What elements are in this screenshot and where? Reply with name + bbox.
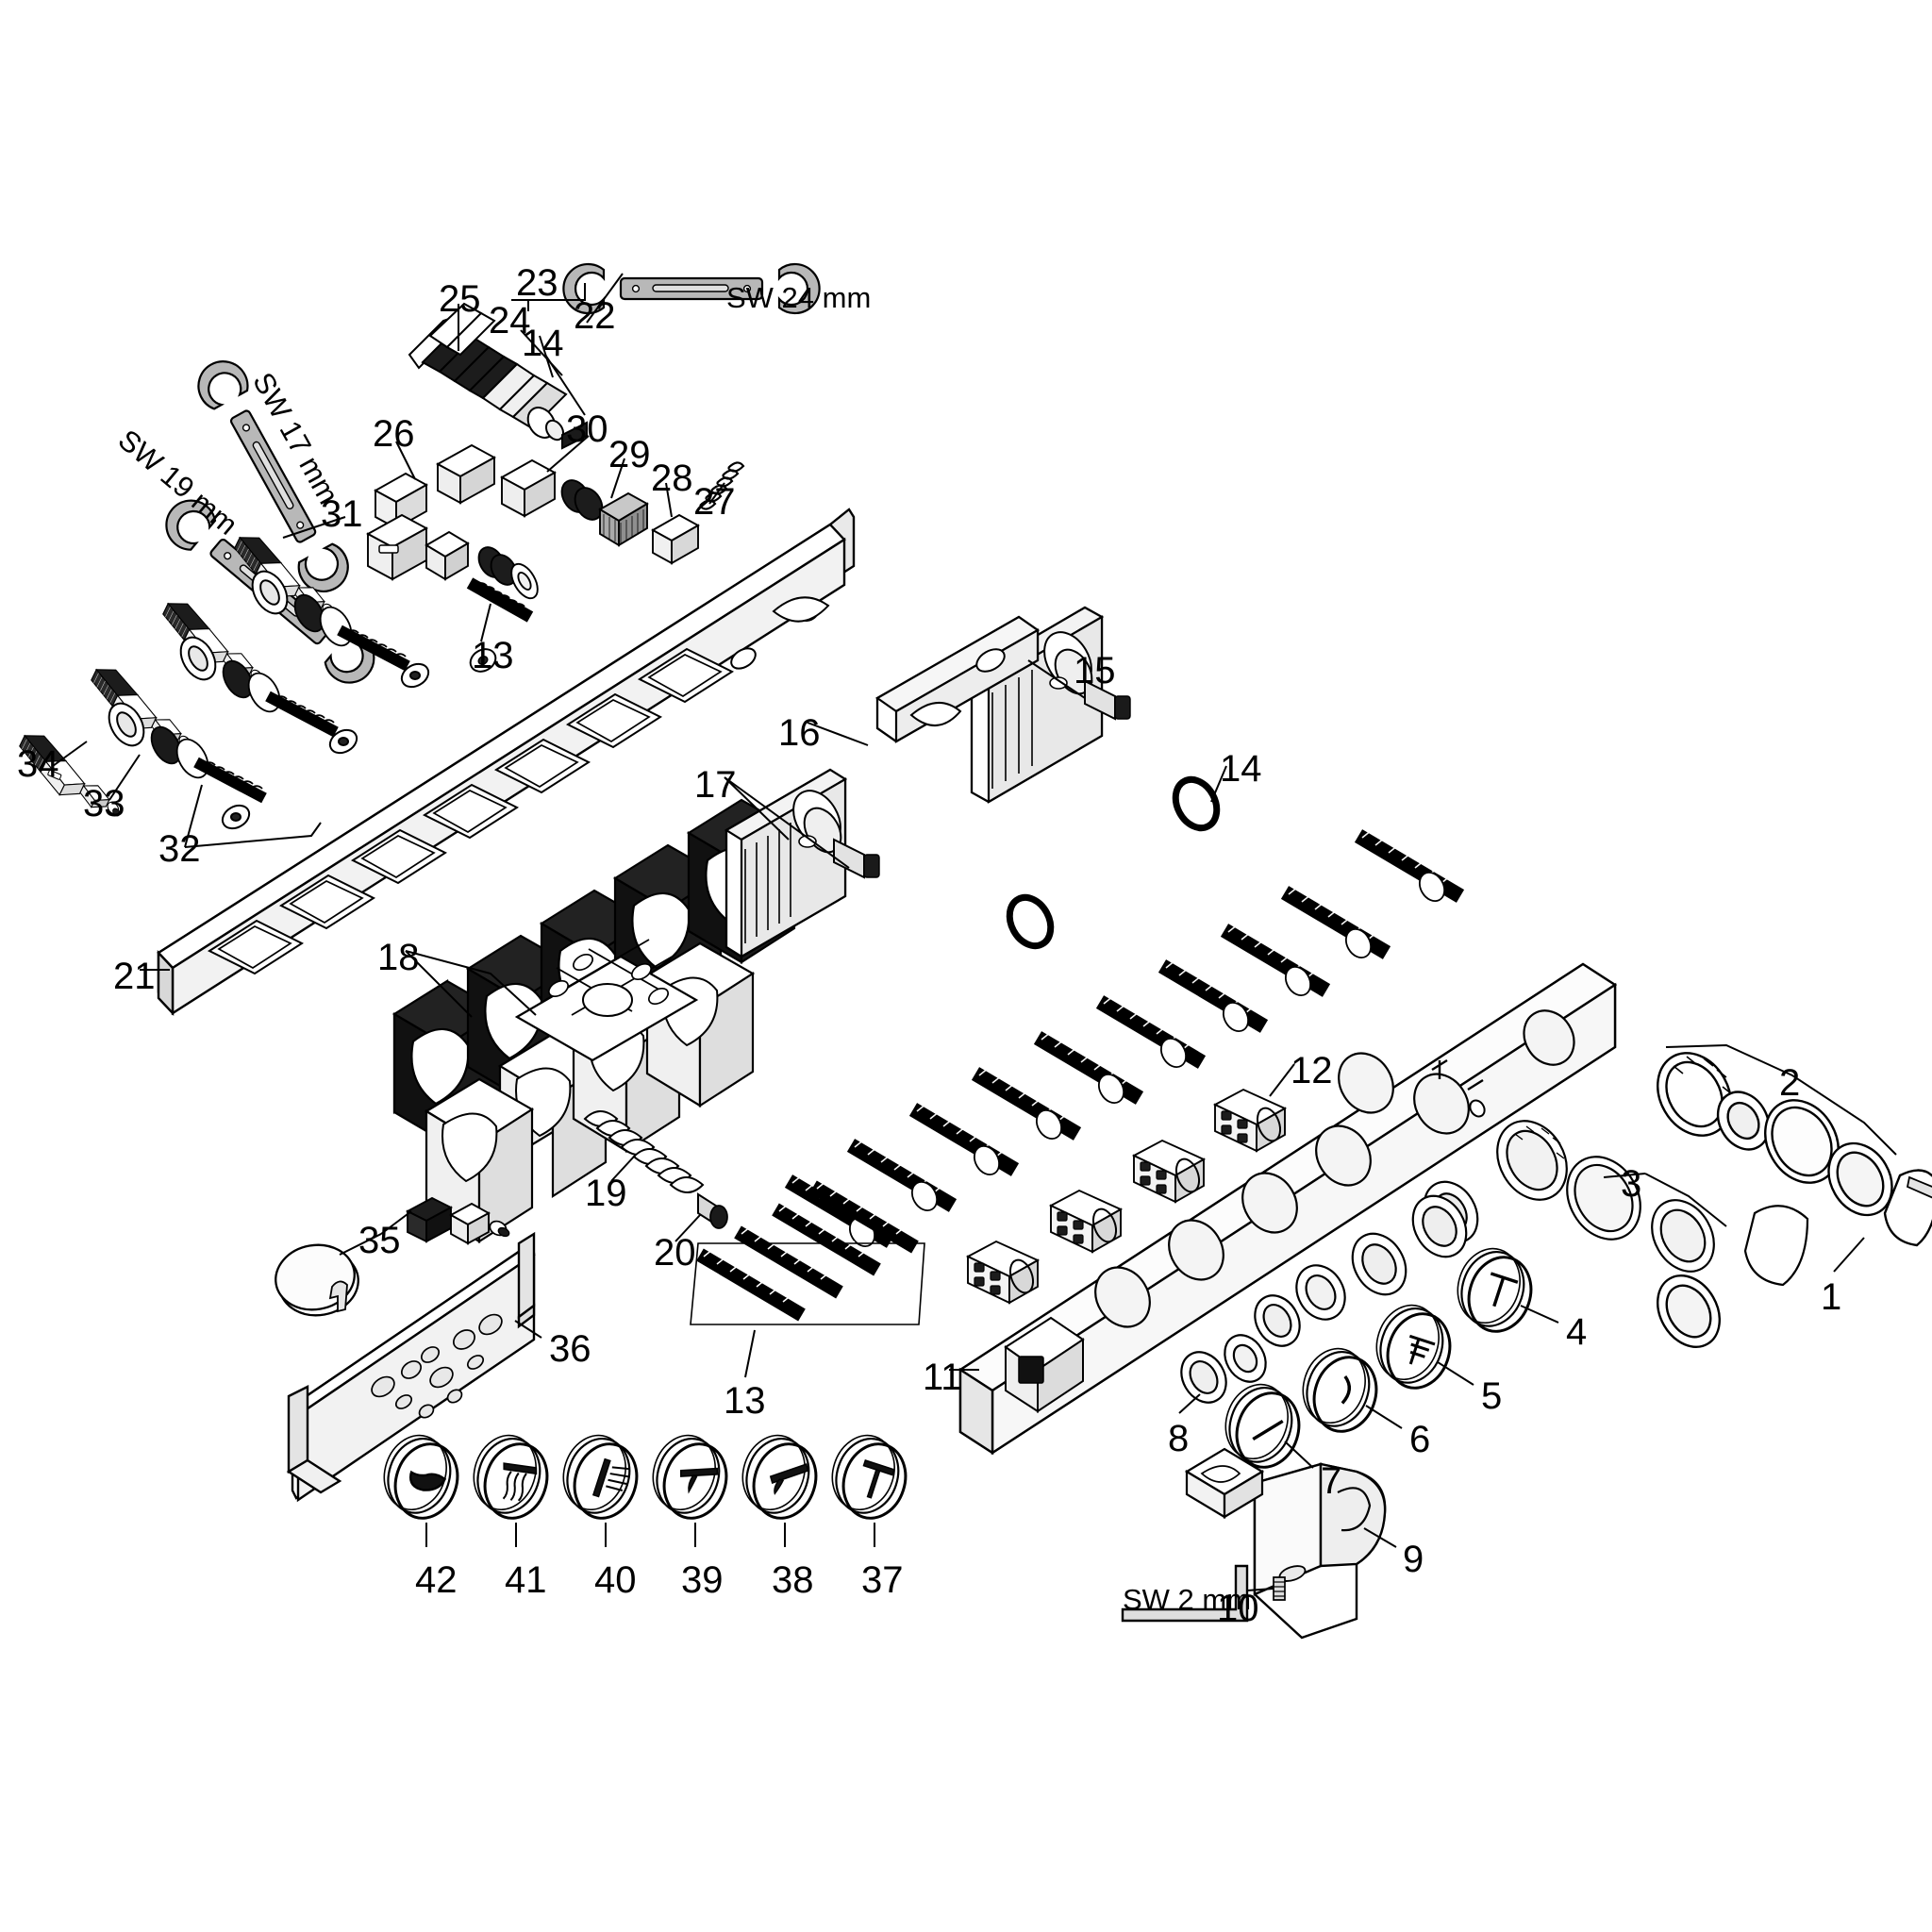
leader-lines — [52, 273, 1897, 1591]
callout-10: 10 — [1217, 1588, 1259, 1629]
cartridge-35 — [405, 1196, 510, 1245]
callout-25: 25 — [439, 278, 481, 320]
callout-8: 8 — [1168, 1418, 1190, 1459]
callout-15: 15 — [1074, 650, 1116, 691]
shower-holder-9 — [1253, 1462, 1387, 1640]
oring-14a — [1168, 773, 1225, 835]
callout-22: 22 — [574, 295, 616, 337]
callout-41: 41 — [505, 1559, 547, 1601]
callout-39: 39 — [681, 1559, 724, 1601]
callout-13-upper: 13 — [472, 635, 514, 676]
callout-42: 42 — [415, 1559, 458, 1601]
thermostatic-cartridge-25 — [408, 302, 588, 450]
callout-32: 32 — [158, 828, 201, 870]
callout-14-lower: 14 — [1220, 748, 1262, 790]
callout-20: 20 — [654, 1232, 696, 1274]
callout-30: 30 — [566, 408, 608, 450]
callout-7: 7 — [1321, 1460, 1342, 1502]
tool-label-sw24: SW 24 mm — [726, 281, 872, 314]
handle-parts — [1180, 1120, 1809, 1477]
callout-38: 38 — [772, 1559, 814, 1601]
tool-label-sw2: SW 2 mm — [1123, 1583, 1252, 1616]
callout-11: 11 — [923, 1357, 962, 1398]
allen-key-sw2-icon — [1121, 1564, 1249, 1623]
callout-2: 2 — [1779, 1062, 1801, 1104]
shut-off-valve-stack — [7, 529, 430, 830]
handle-escutcheon-set — [1657, 1052, 1932, 1348]
mounting-screws-13 — [690, 829, 1465, 1325]
callout-9: 9 — [1403, 1539, 1424, 1580]
callout-26: 26 — [373, 413, 415, 455]
callout-33: 33 — [83, 783, 125, 824]
escutcheon-plates — [391, 606, 1131, 1244]
callout-5: 5 — [1481, 1375, 1503, 1417]
flex-hose-19 — [583, 1110, 728, 1229]
front-panel-11 — [958, 962, 1618, 1456]
oring-14b — [1002, 891, 1059, 953]
callout-36: 36 — [549, 1328, 591, 1370]
callout-27: 27 — [693, 481, 736, 523]
callout-17: 17 — [694, 764, 737, 806]
callout-18: 18 — [377, 937, 420, 978]
button-caps-row — [373, 1425, 917, 1528]
callout-14-upper: 14 — [522, 323, 564, 364]
callout-28: 28 — [651, 458, 693, 499]
callout-3: 3 — [1621, 1163, 1642, 1205]
callout-1: 1 — [1821, 1276, 1842, 1318]
lock-disc-35 — [275, 1243, 359, 1317]
callout-4: 4 — [1566, 1311, 1588, 1353]
square-gasket — [1184, 1447, 1265, 1519]
callout-19: 19 — [585, 1173, 627, 1214]
callout-21: 21 — [113, 956, 156, 997]
callout-13-lower: 13 — [724, 1380, 766, 1422]
callout-37: 37 — [861, 1559, 904, 1601]
callout-12: 12 — [1291, 1050, 1333, 1091]
callout-16: 16 — [778, 712, 821, 754]
callout-35: 35 — [358, 1220, 401, 1261]
valve-cartridge-stack — [366, 443, 745, 673]
mounting-frame-21 — [157, 508, 856, 1017]
callout-40: 40 — [594, 1559, 637, 1601]
callout-31: 31 — [321, 493, 363, 535]
callout-23: 23 — [516, 262, 558, 304]
support-bracket-36 — [286, 1231, 536, 1503]
callout-24: 24 — [489, 300, 531, 341]
callout-29: 29 — [608, 434, 651, 475]
callout-6: 6 — [1409, 1419, 1431, 1460]
grub-screw-10 — [1273, 1576, 1286, 1601]
callout-34: 34 — [17, 743, 59, 785]
